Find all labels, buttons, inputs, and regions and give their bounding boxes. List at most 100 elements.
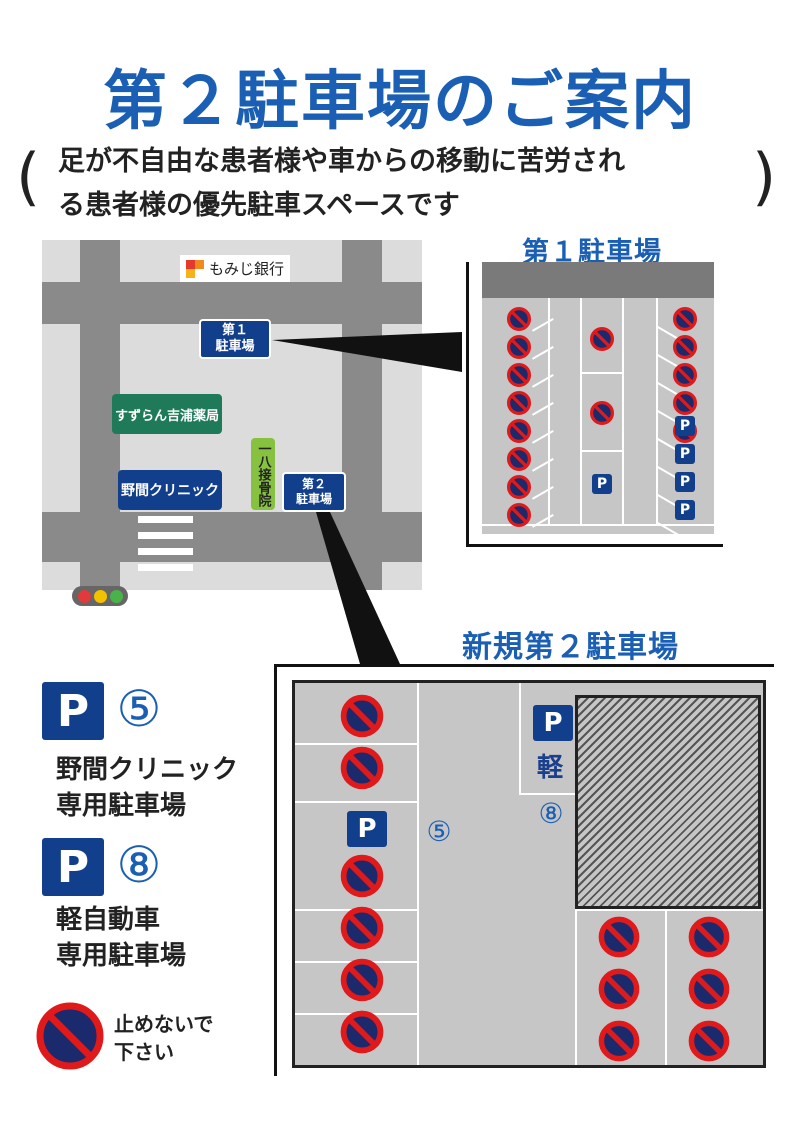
lot2-p-kei-label: P bbox=[543, 708, 563, 738]
legend-item1-line1: 野間クリニック bbox=[56, 755, 239, 785]
map-pharmacy-sign: すずらん吉浦薬局 bbox=[112, 394, 222, 434]
lot2-right-line bbox=[575, 909, 577, 1065]
lot2-no-parking-icon bbox=[688, 968, 730, 1010]
lot2-no-parking-icon bbox=[340, 694, 384, 738]
lot2-stall-line bbox=[295, 743, 417, 745]
lot1-no-parking-icon bbox=[589, 400, 615, 426]
lot2-no-parking-icon bbox=[340, 906, 384, 950]
lot1-no-parking-icon bbox=[506, 362, 532, 388]
legend-p-sign-1: P bbox=[42, 682, 104, 740]
lot1-p-sign: P bbox=[675, 444, 695, 464]
legend-p2-label: P bbox=[56, 841, 90, 893]
lot2-right-line bbox=[665, 909, 667, 1065]
lot1-lane-line bbox=[580, 298, 582, 526]
lot2-no-parking-icon bbox=[340, 854, 384, 898]
lot2-p-sign-kei: P bbox=[533, 705, 573, 741]
legend-item2-line1: 軽自動車 bbox=[56, 905, 161, 935]
hospital-name: 一八接骨院 bbox=[255, 441, 271, 507]
lot1-lane-line bbox=[622, 298, 624, 526]
traffic-light-icon bbox=[72, 586, 128, 606]
lot1-p-sign: P bbox=[592, 474, 612, 494]
legend-item-2-text: 軽自動車 専用駐車場 bbox=[56, 902, 186, 974]
lot1-building bbox=[482, 262, 714, 298]
lot1-p-sign: P bbox=[675, 472, 695, 492]
lot1-no-parking-icon bbox=[506, 390, 532, 416]
lot2-frame-corner bbox=[274, 664, 774, 667]
lot2-no-parking-icon bbox=[688, 916, 730, 958]
legend-num5-text: ⑤ bbox=[116, 680, 162, 738]
lot2-num5-text: ⑤ bbox=[426, 814, 452, 848]
bank-logo-icon bbox=[186, 259, 204, 278]
lot2-p-sign-clinic: P bbox=[347, 811, 387, 847]
map-lot2-line1: 第２ bbox=[301, 477, 326, 491]
lot1-no-parking-icon bbox=[506, 418, 532, 444]
road-vertical-right bbox=[342, 240, 382, 590]
lot2-no-parking-icon bbox=[598, 916, 640, 958]
map-lot1-sign: 第１ 駐車場 bbox=[199, 319, 271, 359]
lot2-kei-stall-line bbox=[519, 683, 521, 795]
lot1-frame-corner bbox=[466, 262, 723, 547]
pharmacy-name: すずらん吉浦薬局 bbox=[114, 408, 219, 424]
lot1-p-sign: P bbox=[675, 416, 695, 436]
subtitle-line-1: 足が不自由な患者様や車からの移動に苦労され bbox=[58, 146, 625, 177]
lot2-hatched-area bbox=[575, 695, 761, 909]
lot2-divider bbox=[417, 683, 419, 1065]
subtitle-close-paren: ) bbox=[752, 140, 777, 213]
map-lot1-line2: 駐車場 bbox=[215, 339, 255, 354]
legend-number-5: ⑤ bbox=[112, 680, 166, 738]
legend-item2-line2: 専用駐車場 bbox=[56, 941, 187, 971]
lot1-stall-line bbox=[532, 458, 554, 472]
lot1-no-parking-icon bbox=[672, 362, 698, 388]
lot2-number-8: ⑧ bbox=[533, 795, 569, 831]
map-lot1-line1: 第１ bbox=[221, 323, 248, 338]
area-map bbox=[42, 240, 422, 590]
lot2-no-parking-icon bbox=[598, 968, 640, 1010]
lot1-no-parking-icon bbox=[672, 334, 698, 360]
subtitle-open-paren: ( bbox=[16, 140, 41, 213]
lot1-stall-line bbox=[532, 430, 554, 444]
legend-number-8: ⑧ bbox=[112, 836, 166, 894]
map-clinic-sign: 野間クリニック bbox=[118, 470, 222, 510]
lot2-no-parking-icon bbox=[688, 1020, 730, 1062]
lot1-no-parking-icon bbox=[589, 326, 615, 352]
legend-item1-line2: 専用駐車場 bbox=[56, 791, 187, 821]
lot1-no-parking-icon bbox=[506, 474, 532, 500]
lot2-stall-line bbox=[295, 801, 417, 803]
legend-item-1-text: 野間クリニック 専用駐車場 bbox=[56, 752, 238, 824]
lot2-num8-text: ⑧ bbox=[538, 796, 564, 830]
lot1-no-parking-icon bbox=[672, 306, 698, 332]
subtitle-line-2: る患者様の優先駐車スペースです bbox=[58, 190, 460, 221]
clinic-name: 野間クリニック bbox=[121, 483, 219, 499]
lot2-kei-stall-line bbox=[519, 793, 575, 795]
lot1-no-parking-icon bbox=[506, 502, 532, 528]
map-lot2-sign: 第２ 駐車場 bbox=[282, 472, 346, 512]
bank-label: もみじ銀行 bbox=[180, 255, 291, 282]
page-title: 第２駐車場のご案内 bbox=[103, 65, 697, 139]
lot2-right-line bbox=[575, 909, 763, 911]
lot1-no-parking-icon bbox=[506, 306, 532, 332]
map-hospital-sign: 一八接骨院 bbox=[251, 438, 275, 510]
lot1-stall-line bbox=[580, 372, 624, 374]
lot2-no-parking-icon bbox=[340, 746, 384, 790]
lot1-p-sign: P bbox=[675, 500, 695, 520]
legend-no-parking-icon bbox=[36, 1002, 104, 1070]
lot1-no-parking-icon bbox=[672, 390, 698, 416]
legend-nopark-line2: 下さい bbox=[114, 1040, 174, 1064]
lot1-lane-line bbox=[548, 298, 550, 526]
bank-name: もみじ銀行 bbox=[209, 260, 285, 278]
lot2-number-5: ⑤ bbox=[423, 814, 455, 848]
lot1-stall-line bbox=[580, 450, 624, 452]
map-lot2-line2: 駐車場 bbox=[295, 492, 332, 506]
lot1-stall-line bbox=[532, 346, 554, 360]
lot2-no-parking-icon bbox=[340, 958, 384, 1002]
lot1-bottom-line bbox=[482, 524, 714, 526]
lot1-no-parking-icon bbox=[506, 446, 532, 472]
lot1-stall-line bbox=[532, 374, 554, 388]
lot2-p-label: P bbox=[357, 814, 377, 844]
legend-no-parking-text: 止めないで 下さい bbox=[114, 1010, 213, 1066]
subtitle: 足が不自由な患者様や車からの移動に苦労され る患者様の優先駐車スペースです bbox=[58, 140, 748, 228]
lot2-kei-label: 軽 bbox=[537, 753, 564, 783]
lot1-stall-line bbox=[532, 486, 554, 500]
